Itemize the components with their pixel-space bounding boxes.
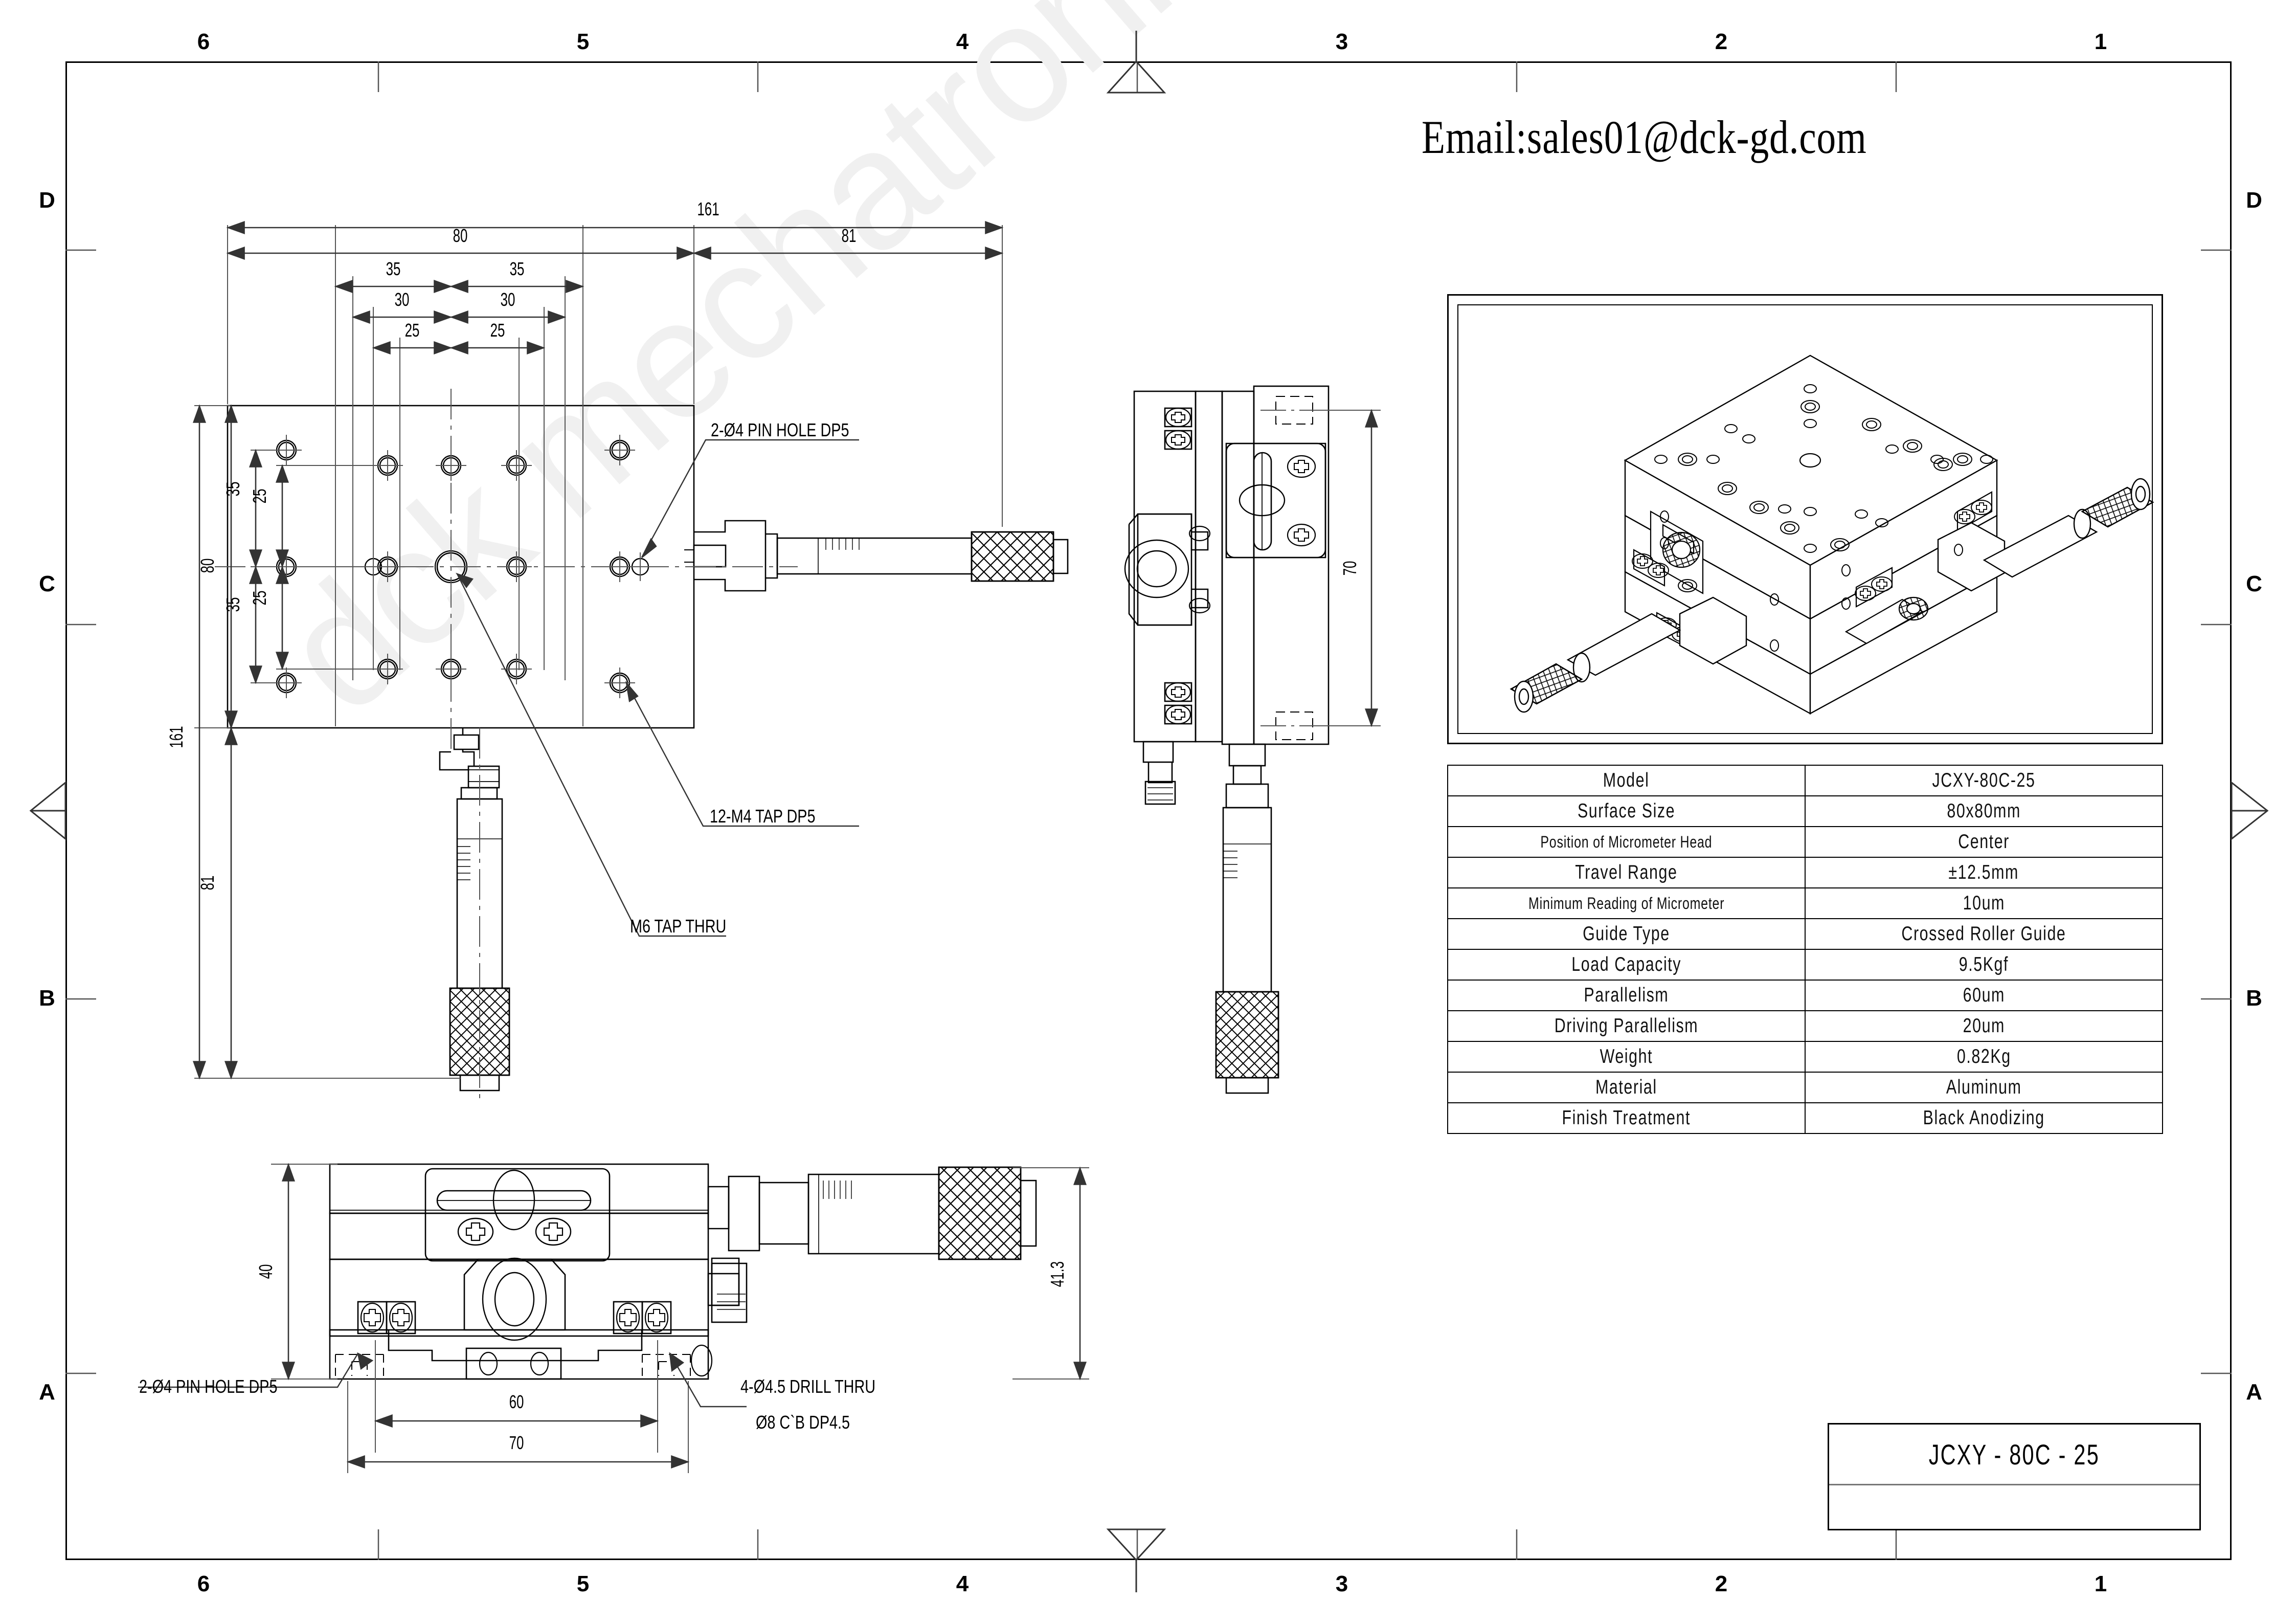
zone-label-bottom-2: 2 [1715, 1571, 1728, 1596]
spec-label-min-reading: Minimum Reading of Micrometer [1447, 887, 1806, 919]
table-row: Parallelism 60um [1447, 980, 2163, 1011]
zone-label-right-b: B [2246, 986, 2262, 1011]
email-text: Email:sales01@dck-gd.com [1422, 111, 1867, 163]
zone-label-right-d: D [2246, 188, 2262, 213]
table-row: Material Aluminum [1447, 1072, 2163, 1103]
spec-label-material: Material [1447, 1072, 1806, 1103]
dim-top-25-left: 25 [404, 320, 420, 341]
callout-m6-tap: M6 TAP THRU [630, 916, 727, 937]
spec-label-micrometer-position: Position of Micrometer Head [1447, 826, 1806, 858]
spec-label-driving-parallelism: Driving Parallelism [1447, 1010, 1806, 1042]
table-row: Weight 0.82Kg [1447, 1041, 2163, 1073]
zone-label-left-d: D [39, 188, 55, 213]
title-block-part-row: JCXY - 80C - 25 [1829, 1425, 2199, 1485]
dim-top-25-right: 25 [490, 320, 505, 341]
zone-label-top-1: 1 [2094, 29, 2107, 54]
spec-value-min-reading: 10um [1805, 887, 2163, 919]
zone-label-right-c: C [2246, 571, 2262, 596]
dim-top-35-left: 35 [386, 258, 401, 279]
zone-label-bottom-3: 3 [1335, 1571, 1348, 1596]
callout-pin-hole-front: 2-Ø4 PIN HOLE DP5 [139, 1376, 278, 1397]
table-row: Travel Range ±12.5mm [1447, 857, 2163, 888]
dim-front-70: 70 [509, 1432, 524, 1453]
zone-label-top-4: 4 [956, 29, 969, 54]
spec-label-load-capacity: Load Capacity [1447, 949, 1806, 981]
zone-label-top-2: 2 [1715, 29, 1728, 54]
dim-top-plate-80: 80 [453, 225, 468, 246]
spec-label-model: Model [1447, 765, 1806, 796]
spec-table-body: Model JCXY-80C-25 Surface Size 80x80mm P… [1447, 765, 2163, 1134]
table-row: Finish Treatment Black Anodizing [1447, 1102, 2163, 1134]
zone-label-top-5: 5 [576, 29, 590, 54]
table-row: Driving Parallelism 20um [1447, 1010, 2163, 1042]
table-row: Load Capacity 9.5Kgf [1447, 949, 2163, 981]
spec-label-weight: Weight [1447, 1041, 1806, 1073]
spec-label-surface-size: Surface Size [1447, 795, 1806, 827]
spec-value-micrometer-position: Center [1805, 826, 2163, 858]
callout-counterbore: Ø8 C`B DP4.5 [756, 1412, 850, 1433]
zone-label-bottom-6: 6 [197, 1571, 210, 1596]
spec-value-driving-parallelism: 20um [1805, 1010, 2163, 1042]
zone-label-right-a: A [2246, 1380, 2262, 1405]
title-block-blank-row [1829, 1484, 2199, 1529]
dim-top-35-right: 35 [509, 258, 525, 279]
dim-top-ext-81: 81 [841, 225, 857, 246]
spec-value-finish: Black Anodizing [1805, 1102, 2163, 1134]
dim-top-overall-161: 161 [697, 198, 719, 219]
dim-top-30-right: 30 [500, 289, 515, 310]
zone-label-bottom-5: 5 [576, 1571, 590, 1596]
table-row: Minimum Reading of Micrometer 10um [1447, 887, 2163, 919]
spec-value-travel-range: ±12.5mm [1805, 857, 2163, 888]
spec-label-finish: Finish Treatment [1447, 1102, 1806, 1134]
callout-m4-tap: 12-M4 TAP DP5 [710, 806, 816, 827]
spec-label-parallelism: Parallelism [1447, 980, 1806, 1011]
spec-label-travel-range: Travel Range [1447, 857, 1806, 888]
spec-label-guide-type: Guide Type [1447, 918, 1806, 950]
dim-front-60: 60 [509, 1391, 524, 1412]
specification-table: Model JCXY-80C-25 Surface Size 80x80mm P… [1447, 765, 2163, 1134]
dim-top-30-left: 30 [394, 289, 410, 310]
table-row: Guide Type Crossed Roller Guide [1447, 918, 2163, 950]
zone-label-left-b: B [39, 986, 55, 1011]
zone-label-bottom-1: 1 [2094, 1571, 2107, 1596]
zone-label-top-6: 6 [197, 29, 210, 54]
spec-value-surface-size: 80x80mm [1805, 795, 2163, 827]
table-row: Surface Size 80x80mm [1447, 795, 2163, 827]
callout-drill-thru: 4-Ø4.5 DRILL THRU [740, 1376, 876, 1397]
table-row: Position of Micrometer Head Center [1447, 826, 2163, 858]
callout-pin-hole-top: 2-Ø4 PIN HOLE DP5 [711, 419, 849, 440]
spec-value-parallelism: 60um [1805, 980, 2163, 1011]
zone-label-top-3: 3 [1335, 29, 1348, 54]
zone-label-left-a: A [39, 1380, 55, 1405]
title-block-part-number: JCXY - 80C - 25 [1928, 1438, 2100, 1471]
table-row: Model JCXY-80C-25 [1447, 765, 2163, 796]
spec-value-weight: 0.82Kg [1805, 1041, 2163, 1073]
title-block: JCXY - 80C - 25 [1828, 1423, 2201, 1530]
spec-value-material: Aluminum [1805, 1072, 2163, 1103]
spec-value-guide-type: Crossed Roller Guide [1805, 918, 2163, 950]
spec-value-load-capacity: 9.5Kgf [1805, 949, 2163, 981]
zone-label-bottom-4: 4 [956, 1571, 969, 1596]
spec-value-model: JCXY-80C-25 [1805, 765, 2163, 796]
zone-label-left-c: C [39, 571, 55, 596]
